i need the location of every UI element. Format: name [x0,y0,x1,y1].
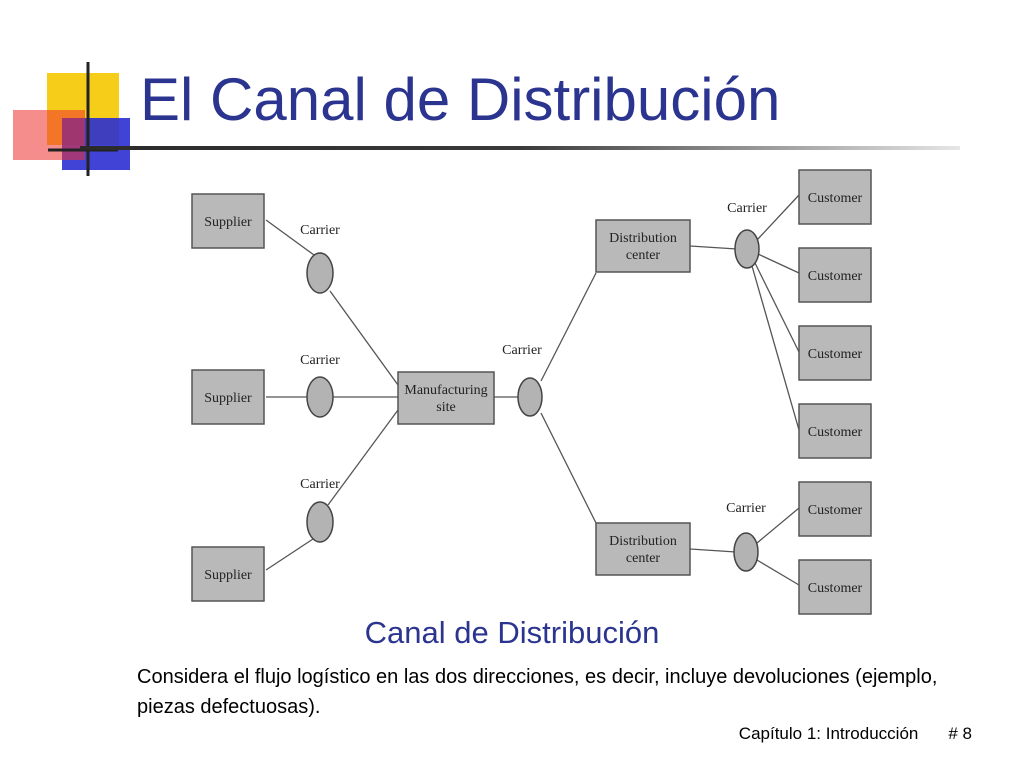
link-carrier-customer6 [756,559,800,586]
carrier-node [306,376,334,418]
slide-description: Considera el flujo logístico en las dos … [137,666,938,718]
customer-label: Customer [808,425,863,440]
carrier-label: Carrier [300,477,340,492]
carrier-node [733,532,759,572]
link-carrier3-mfg [327,409,399,506]
link-carrier-customer5 [756,507,800,544]
distribution-center-label-line1: Distribution [609,231,677,246]
link-carrier-customer4 [751,265,800,431]
distribution-center-label-line2: center [626,248,661,263]
customer-label: Customer [808,347,863,362]
diagram-links [265,194,800,586]
supplier-nodes: Supplier Supplier Supplier [191,193,265,602]
supplier-label: Supplier [204,568,252,583]
customer-label: Customer [808,503,863,518]
carrier-label: Carrier [727,201,767,216]
carrier-label: Carrier [300,353,340,368]
link-supplier3-carrier [265,538,314,571]
slide-footer: Capítulo 1: Introducción # 8 [739,724,972,744]
slide-title: El Canal de Distribución [140,66,781,133]
customer-box [798,169,872,225]
customer-box [798,481,872,537]
supplier-label: Supplier [204,215,252,230]
footer-chapter: Capítulo 1: Introducción [738,724,919,743]
carrier-label: Carrier [300,223,340,238]
link-dc1-carrier [689,245,738,250]
link-carrier-customer2 [757,253,800,274]
link-carrier-dc2 [540,412,597,524]
link-dc2-carrier [689,548,737,553]
footer-page-number: # 8 [948,724,972,743]
distribution-center-label-line1: Distribution [609,534,677,549]
customer-box [798,247,872,303]
customer-nodes: Customer Customer Customer Customer Cust… [798,169,872,615]
supplier-carriers: Carrier Carrier Carrier [300,223,340,543]
supplier-box [191,546,265,602]
supplier-box [191,369,265,425]
manufacturing-site-label-line2: site [436,400,455,415]
distribution-center-label-line2: center [626,551,661,566]
carrier-node [517,377,543,417]
manufacturing-site-label-line1: Manufacturing [404,383,487,398]
title-underline [80,146,960,150]
distribution-center-box [595,219,691,273]
distribution-center-1: Distribution center Carrier [595,201,767,273]
distribution-channel-diagram: Supplier Supplier Supplier Carrier Carri… [191,169,872,615]
distribution-center-box [595,522,691,576]
manufacturing-site-box [397,371,495,425]
link-carrier1-mfg [329,290,399,386]
carrier-node [306,252,334,294]
logo-red-square [13,110,85,160]
diagram-caption: Canal de Distribución [364,615,660,650]
link-carrier-dc1 [540,272,597,382]
carrier-node [734,229,760,269]
link-carrier-customer1 [756,194,800,241]
supplier-box [191,193,265,249]
carrier-label: Carrier [726,501,766,516]
carrier-node [306,501,334,543]
customer-label: Customer [808,269,863,284]
supplier-label: Supplier [204,391,252,406]
link-carrier-customer3 [754,262,800,353]
customer-box [798,325,872,381]
customer-label: Customer [808,581,863,596]
distribution-center-2: Distribution center Carrier [595,501,766,576]
link-supplier1-carrier [265,219,315,256]
slide-logo [13,62,130,176]
carrier-label: Carrier [502,343,542,358]
customer-box [798,403,872,459]
customer-label: Customer [808,191,863,206]
customer-box [798,559,872,615]
manufacturing-site-node: Manufacturing site Carrier [397,343,543,425]
